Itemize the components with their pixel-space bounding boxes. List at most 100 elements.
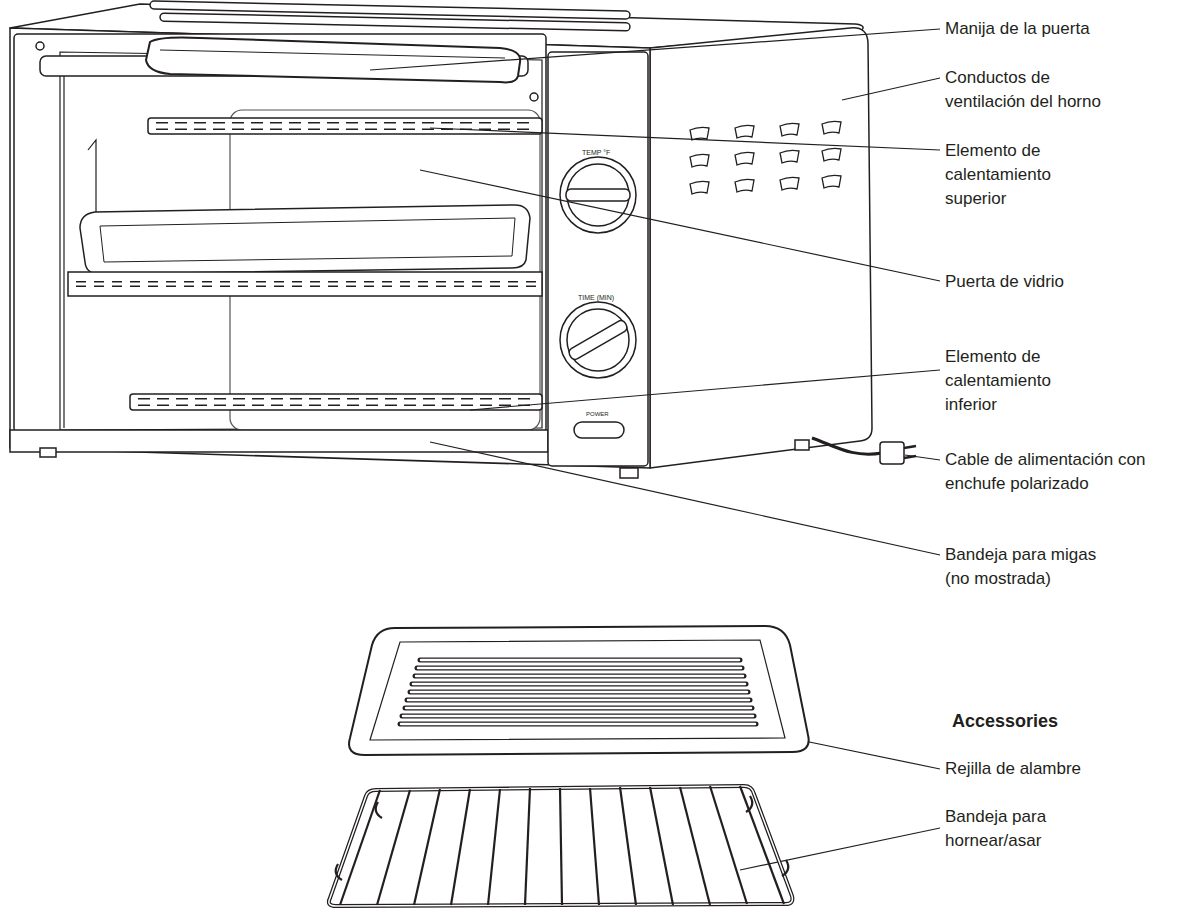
pan-ridges [400, 722, 756, 727]
pan-ridges [418, 667, 741, 670]
pan-ridges [412, 682, 746, 687]
oven-vents [780, 177, 799, 190]
wire-rack [329, 786, 793, 906]
baking-pan [370, 640, 785, 740]
pan-ridges [402, 714, 754, 719]
power-button [574, 422, 624, 438]
pan-ridges [401, 660, 755, 724]
crumb-tray-front [10, 430, 548, 452]
door-screw [530, 93, 538, 101]
pan-ridges [415, 674, 744, 679]
pan-ridges [417, 666, 742, 671]
button-label: POWER [586, 410, 609, 419]
lower-heating-element [130, 394, 542, 410]
oven-vents [822, 121, 841, 134]
oven-front [10, 28, 650, 468]
upper-heating-element [156, 122, 536, 130]
leader-line [370, 29, 940, 70]
timer-knob [560, 302, 636, 378]
leader-line [905, 455, 940, 460]
timer-knob [567, 309, 629, 371]
section-heading: Accessories [952, 708, 1152, 734]
wire-rack [451, 789, 470, 905]
wire-rack [488, 789, 500, 905]
part-label: Cable de alimentación con enchufe polari… [945, 448, 1175, 496]
lower-heating-element [130, 394, 542, 410]
wire-rack [525, 788, 530, 905]
oven-rack [76, 283, 536, 286]
upper-heating-element [148, 118, 542, 134]
temperature-knob [560, 157, 636, 233]
pan-ridges [421, 659, 739, 662]
pan-ridges [400, 660, 756, 724]
power-cord [904, 446, 916, 448]
oven-feet [40, 440, 809, 478]
part-label: Elemento de calentamiento superior [945, 139, 1065, 211]
upper-heating-element [156, 124, 536, 129]
part-label: Bandeja para migas (no mostrada) [945, 543, 1115, 591]
power-cord [880, 442, 904, 464]
wire-rack [336, 864, 342, 880]
leader-line [430, 442, 940, 555]
oven-vents [822, 175, 841, 188]
lower-heating-element [138, 400, 536, 405]
knob-pointer [567, 319, 628, 361]
oven-pan [100, 218, 515, 262]
baking-pan [349, 626, 809, 755]
wire-rack [746, 796, 752, 812]
crumb-tray-front [10, 430, 548, 452]
oven-vents [780, 123, 799, 136]
wire-rack [740, 786, 784, 904]
oven-vents [690, 181, 709, 194]
oven-pan [80, 205, 530, 274]
power-cord [812, 438, 916, 464]
part-label: Puerta de vidrio [945, 270, 1165, 294]
wire-rack [414, 789, 440, 905]
wire-rack [680, 787, 710, 905]
pan-ridges [411, 691, 747, 694]
pan-ridges [405, 706, 752, 711]
part-label: Elemento de calentamiento inferior [945, 345, 1065, 417]
control-panel [548, 52, 648, 466]
door-frame [14, 34, 546, 432]
leader-line [470, 370, 940, 410]
oven-pan [80, 205, 530, 274]
glass-window [60, 52, 542, 430]
lower-heating-element [138, 398, 536, 406]
oven-body [10, 1, 872, 468]
pan-ridges [403, 715, 753, 718]
oven-vents [735, 125, 754, 138]
door-screw [36, 42, 44, 50]
wire-rack [620, 787, 636, 905]
part-label: Manija de la puerta [945, 17, 1165, 41]
part-label: Bandeja para hornear/asar [945, 805, 1063, 853]
baking-pan [349, 626, 809, 755]
side-wall [63, 56, 64, 428]
pan-ridges [416, 675, 743, 678]
oven-door [14, 34, 546, 432]
pan-ridges [420, 658, 740, 663]
oven-vents [690, 154, 709, 167]
wire-rack [340, 786, 784, 905]
power-cord [812, 438, 882, 454]
oven-vents [822, 148, 841, 161]
wire-rack [329, 786, 793, 906]
leader-line [842, 78, 940, 100]
wire-rack [590, 788, 599, 905]
wire-rack [340, 790, 380, 905]
wire-rack [650, 787, 673, 905]
pan-ridges [413, 683, 745, 686]
control-panel [548, 52, 648, 466]
pan-ridges [401, 723, 755, 726]
top-slot [160, 13, 630, 31]
wire-rack [329, 786, 793, 906]
oven-vents [735, 179, 754, 192]
pan-ridges [408, 699, 749, 702]
part-label: Rejilla de alambre [945, 757, 1145, 781]
oven-rack [68, 272, 542, 296]
wire-rack [376, 802, 382, 818]
oven-feet [40, 448, 56, 457]
temperature-knob [567, 164, 629, 226]
leader-line [430, 128, 940, 150]
